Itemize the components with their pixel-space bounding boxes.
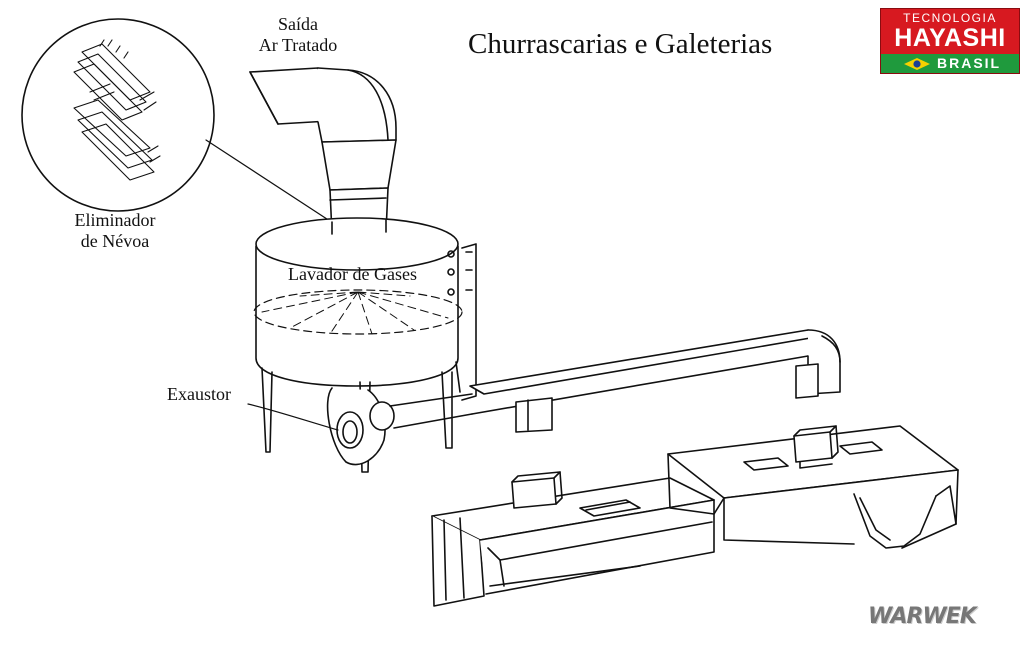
page-title: Churrascarias e Galeterias	[468, 28, 773, 60]
warwek-signature: WARWEK	[868, 604, 977, 629]
exhaust-fan	[326, 387, 473, 466]
outlet-label-line2: Ar Tratado	[258, 35, 338, 55]
logo-line2: HAYASHI	[894, 24, 1006, 52]
logo-line1: TECNOLOGIA	[903, 11, 997, 25]
outlet-label: Saída Ar Tratado	[258, 14, 338, 56]
exaustor-leader-line	[247, 403, 339, 431]
mist-eliminator-detail	[21, 18, 215, 212]
gas-washer-label: Lavador de Gases	[288, 264, 417, 284]
eliminator-label-line2: de Névoa	[80, 231, 150, 251]
outlet-label-line1: Saída	[278, 14, 318, 34]
gas-washer-tank	[253, 217, 477, 473]
logo-line3: BRASIL	[937, 55, 1002, 71]
logo-green-band: BRASIL	[881, 54, 1019, 73]
outlet-duct	[249, 67, 397, 235]
hayashi-logo: TECNOLOGIA HAYASHI BRASIL	[880, 8, 1020, 74]
hood-1	[431, 471, 715, 607]
hood-2	[667, 425, 959, 549]
eliminator-label-line1: Eliminador	[74, 210, 156, 230]
brazil-flag-icon	[903, 57, 931, 71]
main-duct	[469, 329, 841, 433]
exhaust-fan-label: Exaustor	[167, 384, 231, 404]
eliminator-label: Eliminador de Névoa	[60, 210, 170, 252]
